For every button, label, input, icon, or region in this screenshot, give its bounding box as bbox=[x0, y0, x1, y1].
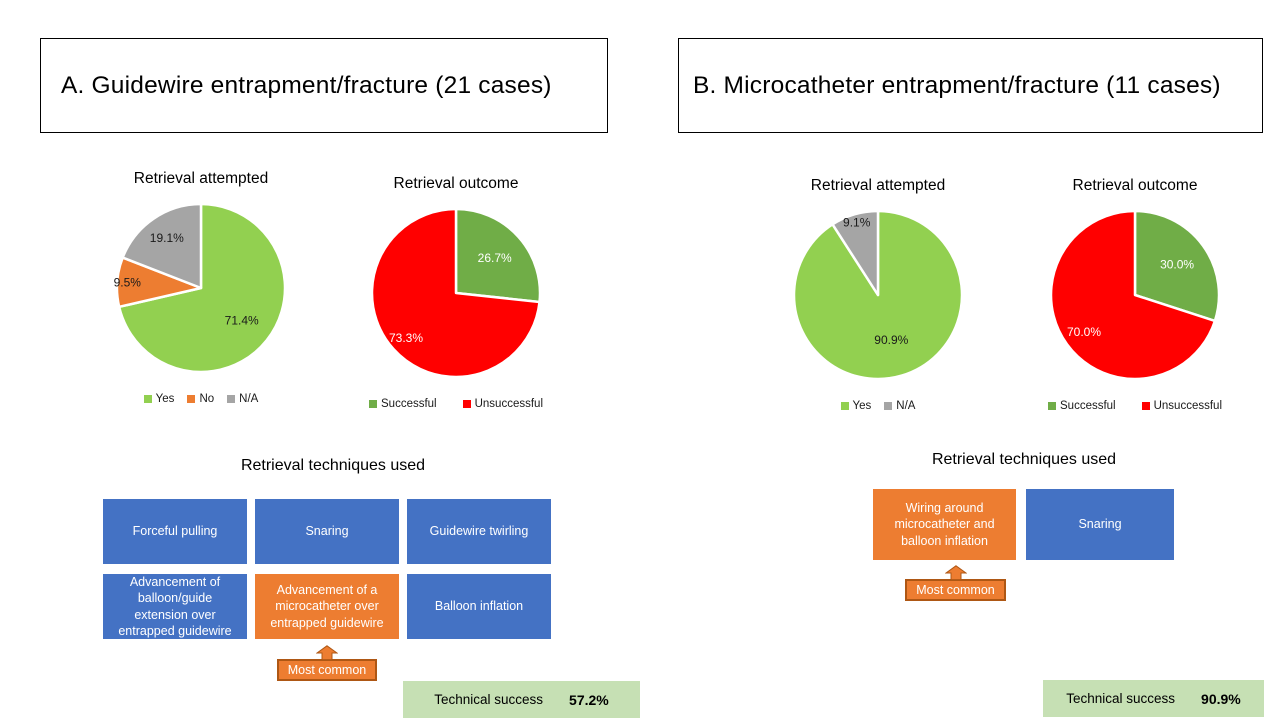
pie-title: Retrieval outcome bbox=[1072, 177, 1198, 194]
technique-box: Balloon inflation bbox=[407, 574, 551, 639]
pie-slice-unsuccessful bbox=[1049, 209, 1217, 381]
legend-label: N/A bbox=[239, 393, 259, 405]
techniques-title-b: Retrieval techniques used bbox=[931, 451, 1117, 468]
pie-figure-b-retrieval-outcome: Retrieval outcome 30.0% 70.0% Successful … bbox=[1040, 177, 1230, 412]
technique-label: Advancement of balloon/guide extension o… bbox=[118, 575, 232, 638]
legend-item: Unsuccessful bbox=[1141, 400, 1222, 412]
technique-box: Advancement of balloon/guide extension o… bbox=[103, 574, 247, 639]
pie-data-label: 9.1% bbox=[843, 216, 871, 230]
pie-slice-successful bbox=[1133, 209, 1221, 323]
pie-chart-b-retrieval-attempted: 90.9% 9.1% bbox=[792, 209, 964, 381]
pie-data-label: 9.5% bbox=[114, 276, 142, 290]
pie-title: Retrieval attempted bbox=[133, 170, 269, 187]
legend-item: N/A bbox=[884, 400, 915, 412]
legend-swatch bbox=[143, 395, 152, 403]
pie-chart-a-retrieval-outcome: 26.7% 73.3% bbox=[370, 207, 542, 379]
technical-success-label: Technical success bbox=[434, 692, 544, 707]
technique-label: Snaring bbox=[305, 524, 349, 539]
pie-title: Retrieval outcome bbox=[393, 175, 519, 192]
legend-label: Unsuccessful bbox=[474, 398, 543, 410]
legend-item: Yes bbox=[840, 400, 872, 412]
most-common-callout-b: Most common bbox=[905, 565, 1006, 601]
legend-label: N/A bbox=[896, 400, 916, 412]
technique-label: Guidewire twirling bbox=[429, 524, 529, 539]
legend-swatch bbox=[369, 400, 377, 408]
panel-a-title-box: A. Guidewire entrapment/fracture (21 cas… bbox=[40, 38, 608, 133]
technical-success-value: 90.9% bbox=[1201, 690, 1241, 707]
technique-box: Guidewire twirling bbox=[407, 499, 551, 564]
pie-data-label: 70.0% bbox=[1067, 325, 1101, 339]
technique-label: Balloon inflation bbox=[434, 599, 524, 614]
techniques-row-b: Wiring around microcatheter and balloon … bbox=[873, 489, 1174, 560]
technical-success-bar-b: Technical success 90.9% bbox=[1043, 680, 1264, 717]
technique-box: Snaring bbox=[1026, 489, 1174, 560]
legend-label: Successful bbox=[381, 398, 437, 410]
techniques-grid-a: Forceful pulling Snaring Guidewire twirl… bbox=[103, 499, 551, 639]
pie-title: Retrieval attempted bbox=[810, 177, 946, 194]
technical-success-bar-a: Technical success 57.2% bbox=[403, 681, 640, 718]
pie-data-label: 19.1% bbox=[150, 231, 184, 245]
pie-slice-successful bbox=[454, 207, 542, 304]
legend-item: Successful bbox=[369, 398, 437, 410]
pie-slice-n/a bbox=[831, 209, 880, 297]
pie-chart-a-retrieval-attempted: 71.4% 9.5% 19.1% bbox=[114, 202, 287, 374]
pie-legend: Yes No N/A bbox=[106, 393, 296, 405]
legend-swatch bbox=[1141, 402, 1150, 410]
technical-success-label: Technical success bbox=[1066, 691, 1176, 706]
legend-swatch bbox=[462, 400, 471, 408]
legend-label: Successful bbox=[1060, 400, 1116, 412]
technique-box: Forceful pulling bbox=[103, 499, 247, 564]
most-common-callout-a: Most common bbox=[277, 645, 377, 681]
technique-label: Wiring around microcatheter and balloon … bbox=[894, 501, 995, 548]
technique-label: Advancement of a microcatheter over entr… bbox=[270, 583, 384, 630]
legend-item: Successful bbox=[1048, 400, 1116, 412]
legend-item: No bbox=[187, 393, 214, 405]
technique-box-most-common: Advancement of a microcatheter over entr… bbox=[255, 574, 399, 639]
pie-figure-a-retrieval-attempted: Retrieval attempted 71.4% 9.5% 19.1% Yes N… bbox=[106, 170, 296, 405]
pie-data-label: 73.3% bbox=[389, 331, 423, 345]
legend-swatch bbox=[840, 402, 849, 410]
legend-swatch bbox=[884, 402, 893, 410]
pie-slice-n/a bbox=[121, 202, 203, 290]
technical-success-value: 57.2% bbox=[569, 691, 609, 708]
pie-legend: Successful Unsuccessful bbox=[361, 398, 551, 410]
pie-legend: Yes N/A bbox=[783, 400, 973, 412]
pie-data-label: 71.4% bbox=[225, 313, 259, 327]
up-arrow-icon bbox=[944, 565, 967, 580]
most-common-label: Most common bbox=[905, 579, 1006, 601]
legend-label: Unsuccessful bbox=[1153, 400, 1222, 412]
technique-box: Snaring bbox=[255, 499, 399, 564]
legend-swatch bbox=[187, 395, 196, 403]
legend-swatch bbox=[1048, 402, 1056, 410]
legend-label: Yes bbox=[155, 393, 175, 405]
legend-item: Unsuccessful bbox=[462, 398, 543, 410]
legend-item: Yes bbox=[143, 393, 175, 405]
pie-data-label: 30.0% bbox=[1160, 257, 1194, 271]
pie-legend: Successful Unsuccessful bbox=[1040, 400, 1230, 412]
pie-slice-unsuccessful bbox=[370, 207, 541, 379]
panel-a-title: A. Guidewire entrapment/fracture (21 cas… bbox=[61, 71, 552, 99]
panel-b-title: B. Microcatheter entrapment/fracture (11… bbox=[693, 71, 1221, 99]
pie-chart-b-retrieval-outcome: 30.0% 70.0% bbox=[1049, 209, 1221, 381]
technique-label: Forceful pulling bbox=[132, 524, 218, 539]
technique-label: Snaring bbox=[1078, 517, 1122, 532]
most-common-label: Most common bbox=[277, 659, 377, 681]
pie-data-label: 90.9% bbox=[874, 333, 908, 347]
technique-box-most-common: Wiring around microcatheter and balloon … bbox=[873, 489, 1016, 560]
pie-figure-a-retrieval-outcome: Retrieval outcome 26.7% 73.3% Successful … bbox=[361, 175, 551, 410]
techniques-title-a: Retrieval techniques used bbox=[240, 457, 426, 474]
panel-b-title-box: B. Microcatheter entrapment/fracture (11… bbox=[678, 38, 1263, 133]
pie-figure-b-retrieval-attempted: Retrieval attempted 90.9% 9.1% Yes N/A bbox=[783, 177, 973, 412]
legend-item: N/A bbox=[227, 393, 258, 405]
legend-label: No bbox=[199, 393, 215, 405]
pie-data-label: 26.7% bbox=[478, 251, 512, 265]
up-arrow-icon bbox=[316, 645, 338, 660]
legend-label: Yes bbox=[852, 400, 872, 412]
legend-swatch bbox=[227, 395, 236, 403]
